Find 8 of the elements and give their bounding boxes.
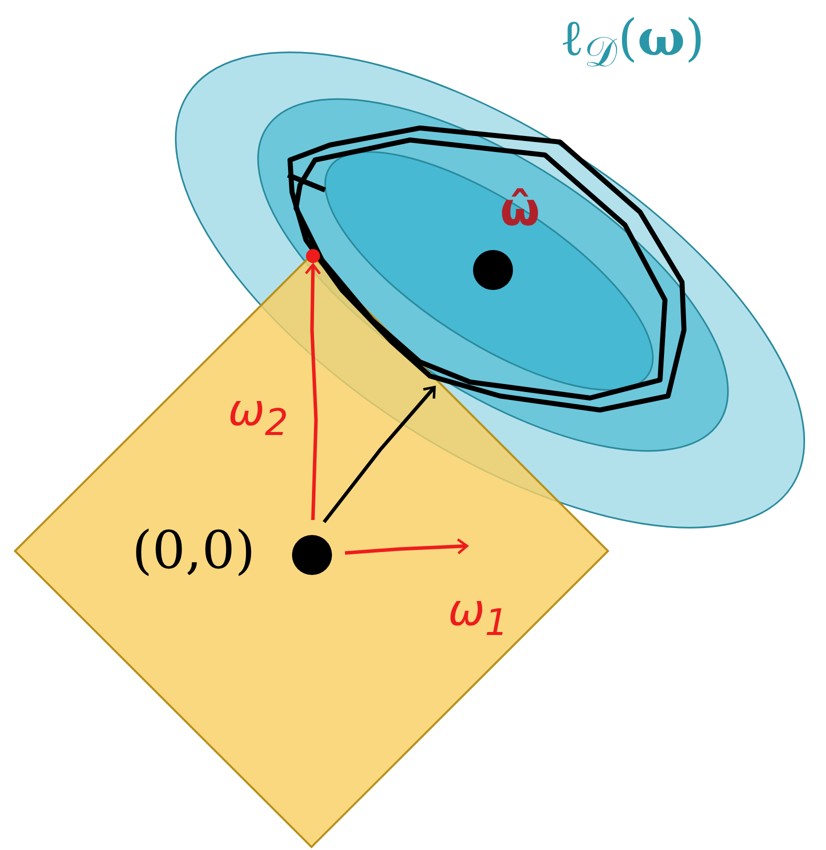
loss-function-label: ℓ$_{𝒟}$(ω) bbox=[560, 8, 705, 77]
vector-arrow bbox=[304, 263, 322, 520]
origin-label: (0,0) bbox=[132, 520, 256, 582]
optimum-label: ω̂ bbox=[500, 182, 540, 238]
vector-arrow bbox=[322, 386, 436, 524]
edge-label: ω$_{2}$ bbox=[228, 385, 288, 444]
edge-label: ω$_{1}$ bbox=[448, 585, 508, 644]
vector-arrow bbox=[344, 538, 468, 555]
